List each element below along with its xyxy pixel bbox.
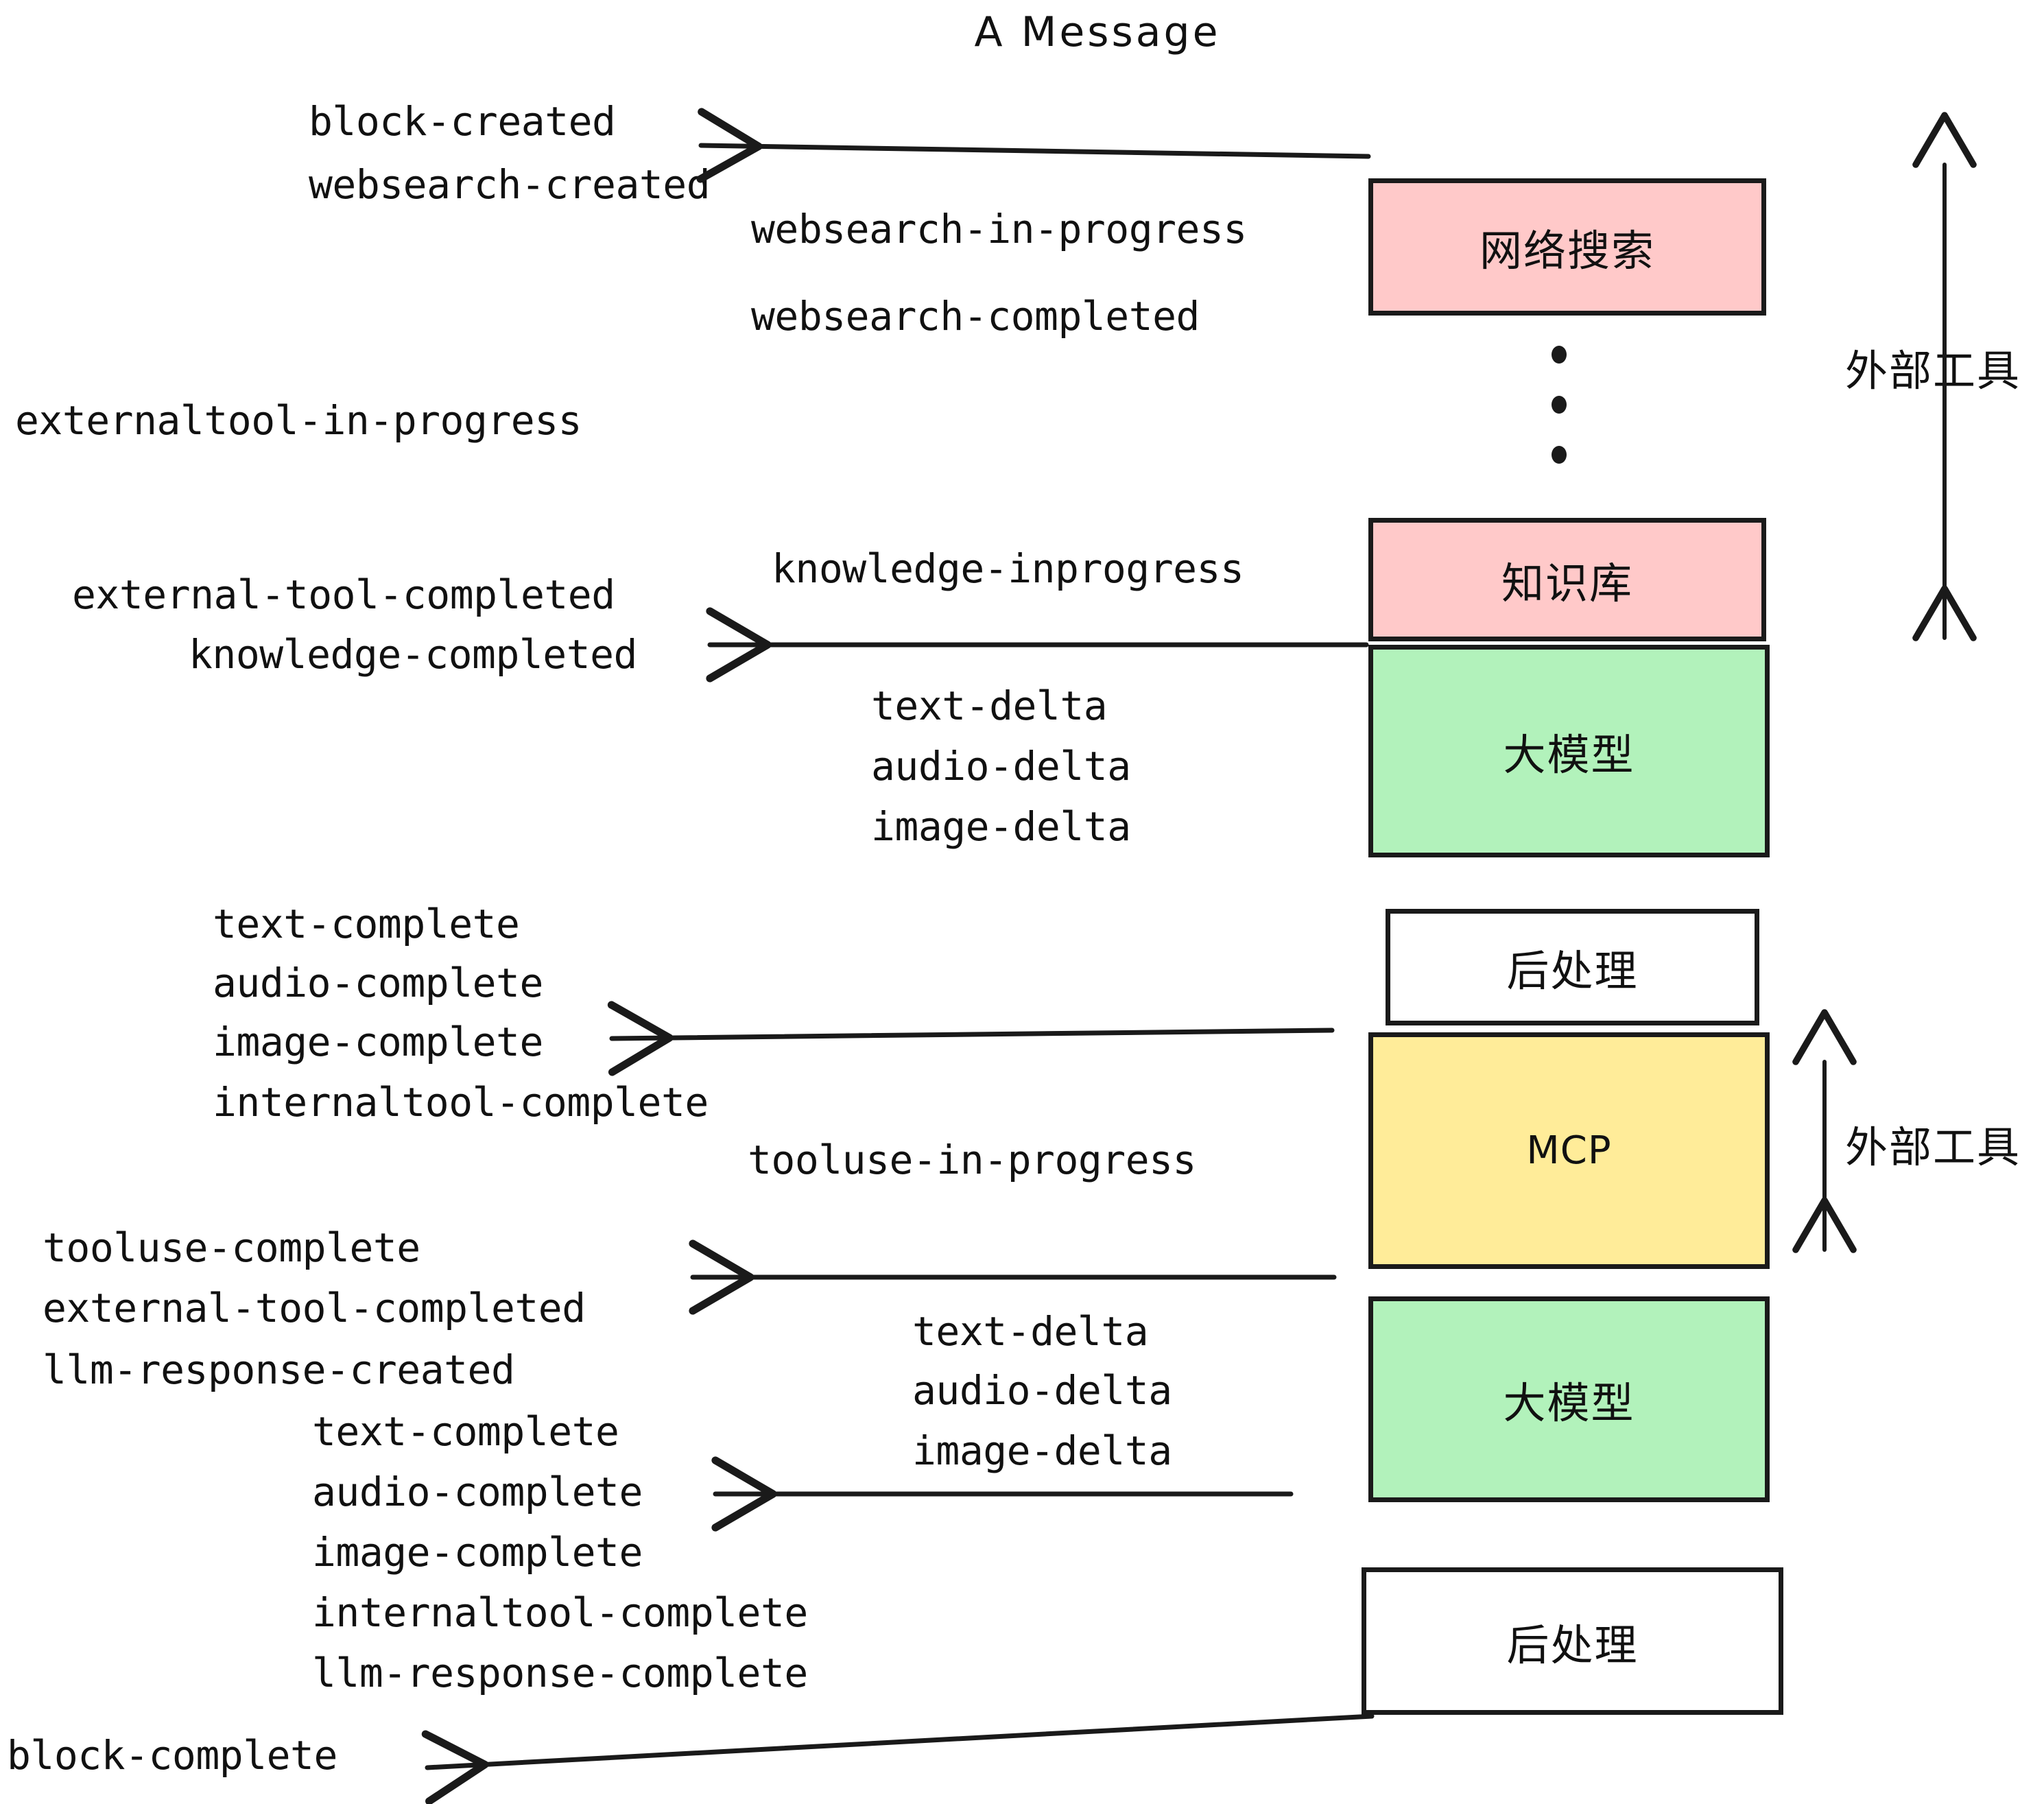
event-audio-delta-2: audio-delta — [912, 1367, 1172, 1414]
box-llm-1: 大模型 — [1368, 645, 1770, 857]
event-text-complete-2: text-complete — [312, 1408, 619, 1455]
box-postprocess-1: 后处理 — [1386, 909, 1759, 1025]
event-audio-complete-2: audio-complete — [312, 1469, 643, 1515]
event-knowledge-completed: knowledge-completed — [189, 631, 637, 678]
event-externaltool-in-progress: externaltool-in-progress — [15, 397, 582, 444]
event-websearch-created: websearch-created — [309, 161, 711, 208]
event-internaltool-complete-2: internaltool-complete — [312, 1589, 808, 1636]
arrow-websearch-to-block-created — [696, 108, 1371, 183]
box-llm-2-label: 大模型 — [1503, 1378, 1635, 1428]
arrow-postprocess-to-image-complete — [607, 1001, 1335, 1076]
box-llm-1-label: 大模型 — [1503, 730, 1635, 780]
event-tooluse-in-progress: tooluse-in-progress — [748, 1137, 1196, 1183]
box-knowledge: 知识库 — [1368, 518, 1766, 641]
event-websearch-completed: websearch-completed — [751, 293, 1200, 340]
ellipsis-dot-icon — [1552, 346, 1567, 364]
event-audio-delta-1: audio-delta — [871, 743, 1131, 790]
box-knowledge-label: 知识库 — [1501, 558, 1633, 608]
ellipsis-dot-icon — [1552, 396, 1567, 414]
event-internaltool-complete-1: internaltool-complete — [213, 1079, 709, 1126]
box-postprocess-2: 后处理 — [1362, 1567, 1783, 1715]
event-block-created: block-created — [309, 98, 616, 145]
box-websearch-label: 网络搜索 — [1479, 226, 1655, 276]
event-llm-response-complete: llm-response-complete — [312, 1650, 808, 1696]
event-image-delta-2: image-delta — [912, 1427, 1172, 1474]
box-websearch: 网络搜索 — [1368, 178, 1766, 316]
ellipsis-dot-icon — [1552, 446, 1567, 464]
side-label-external-tools-bottom: 外部工具 — [1845, 1122, 2021, 1172]
event-external-tool-completed-2: external-tool-completed — [43, 1285, 586, 1331]
box-llm-2: 大模型 — [1368, 1296, 1770, 1502]
box-mcp: MCP — [1368, 1032, 1770, 1269]
event-text-delta-2: text-delta — [912, 1308, 1149, 1355]
page-title: A Message — [974, 8, 1221, 56]
event-image-complete-1: image-complete — [213, 1019, 543, 1065]
event-text-complete-1: text-complete — [213, 901, 520, 947]
box-postprocess-1-label: 后处理 — [1506, 946, 1639, 996]
event-audio-complete-1: audio-complete — [213, 960, 543, 1006]
event-websearch-in-progress: websearch-in-progress — [751, 206, 1247, 252]
event-llm-response-created: llm-response-created — [43, 1346, 515, 1393]
event-external-tool-completed-1: external-tool-completed — [72, 571, 615, 618]
box-postprocess-2-label: 后处理 — [1506, 1619, 1639, 1670]
event-tooluse-complete: tooluse-complete — [43, 1224, 420, 1271]
box-mcp-label: MCP — [1526, 1128, 1612, 1173]
arrow-postprocess2-to-block-complete — [421, 1713, 1375, 1804]
event-knowledge-inprogress: knowledge-inprogress — [772, 545, 1244, 592]
event-image-complete-2: image-complete — [312, 1529, 643, 1576]
event-text-delta-1: text-delta — [871, 683, 1108, 729]
side-label-external-tools-top: 外部工具 — [1845, 346, 2021, 396]
event-block-complete: block-complete — [7, 1732, 337, 1779]
event-image-delta-1: image-delta — [871, 803, 1131, 850]
